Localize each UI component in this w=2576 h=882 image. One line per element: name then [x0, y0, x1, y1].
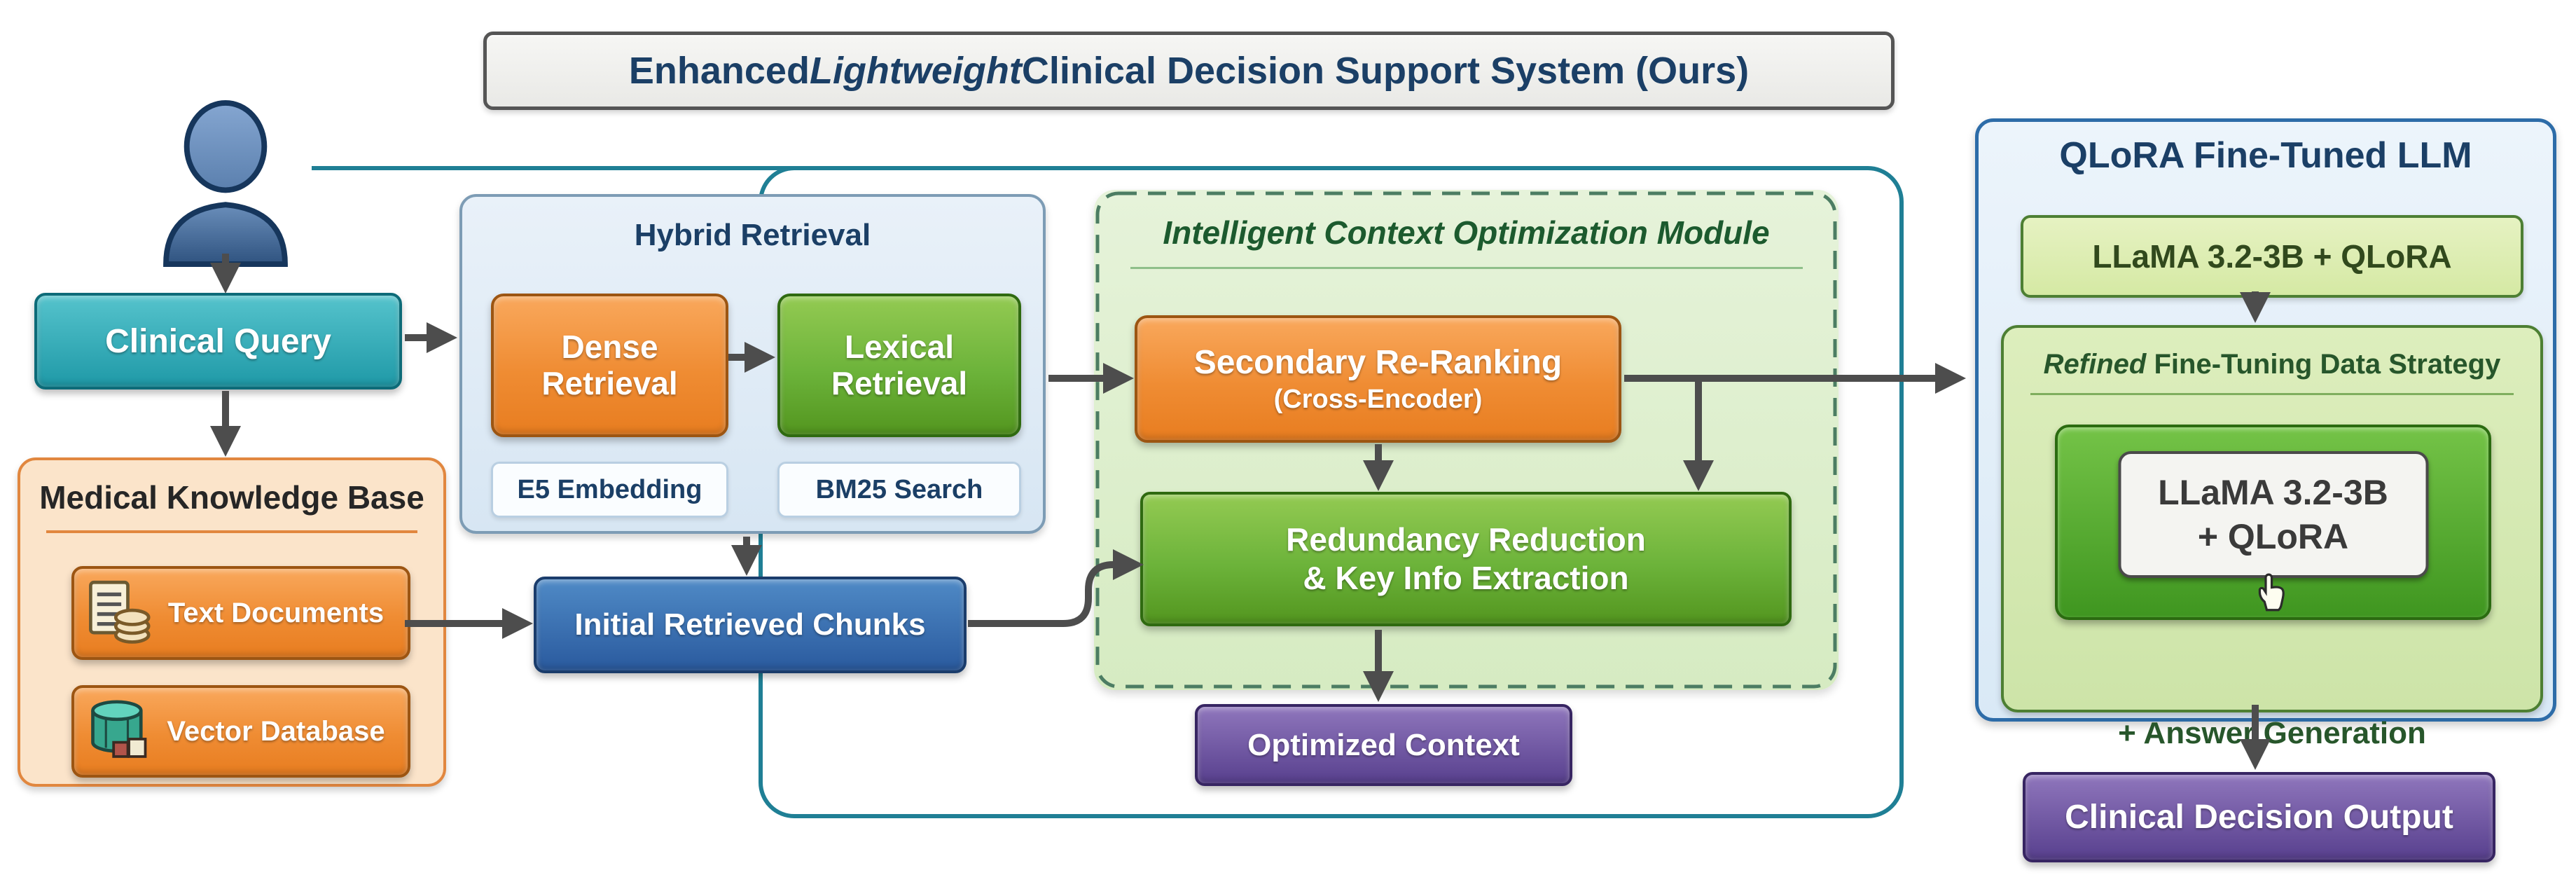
node-clinical-decision-output: Clinical Decision Output	[2023, 772, 2495, 862]
initial-retrieved-chunks-label: Initial Retrieved Chunks	[574, 607, 926, 642]
llama-qlora-chip-label: LLaMA 3.2-3B + QLoRA	[2092, 238, 2452, 275]
arrow-chunks-to-redundancy	[968, 549, 1144, 627]
lexical-retrieval-label: Lexical Retrieval	[831, 328, 968, 401]
context-optimization-divider	[1130, 267, 1803, 269]
node-training-core: LLaMA 3.2-3B + QLoRA	[2055, 425, 2491, 620]
group-qlora-finetuned-llm: QLoRA Fine-Tuned LLM LLaMA 3.2-3B + QLoR…	[1975, 118, 2556, 750]
medical-kb-divider	[46, 530, 417, 533]
refined-title-italic: Refined	[2043, 349, 2147, 380]
answer-generation-label: + Answer Generation	[2118, 716, 2426, 750]
node-optimized-context: Optimized Context	[1195, 704, 1572, 786]
llama-inner-line2: + QLoRA	[2197, 516, 2349, 556]
node-llama-qlora-chip: LLaMA 3.2-3B + QLoRA	[2021, 215, 2523, 298]
group-medical-knowledge-base: Medical Knowledge Base Text Documents	[18, 457, 446, 787]
clinical-query-label: Clinical Query	[105, 322, 331, 360]
refined-strategy-title: Refined Fine-Tuning Data Strategy	[2004, 349, 2540, 380]
group-refined-finetuning-strategy: Refined Fine-Tuning Data Strategy LLaMA …	[2001, 325, 2543, 750]
documents-stack-icon	[89, 580, 151, 644]
node-e5-embedding: E5 Embedding	[491, 462, 728, 518]
diagram-title: Enhanced Lightweight Clinical Decision S…	[483, 32, 1895, 110]
title-italic: Lightweight	[809, 50, 1022, 92]
group-hybrid-retrieval: Hybrid Retrieval Dense Retrieval Lexical…	[459, 194, 1046, 534]
qlora-title: QLoRA Fine-Tuned LLM	[2059, 135, 2472, 176]
node-text-documents: Text Documents	[71, 566, 410, 660]
title-prefix: Enhanced	[628, 50, 810, 92]
llama-inner-line1: LLaMA 3.2-3B	[2158, 473, 2388, 512]
clinical-decision-output-label: Clinical Decision Output	[2065, 799, 2453, 836]
hybrid-retrieval-title: Hybrid Retrieval	[634, 218, 871, 252]
refined-strategy-divider	[2030, 393, 2514, 395]
text-documents-label: Text Documents	[167, 597, 385, 628]
user-head	[183, 99, 268, 193]
group-context-optimization-module: Intelligent Context Optimization Module …	[1094, 190, 1838, 690]
database-cylinder-icon	[91, 700, 147, 758]
redundancy-line1: Redundancy Reduction	[1286, 521, 1646, 558]
node-initial-retrieved-chunks: Initial Retrieved Chunks	[534, 577, 967, 673]
context-optimization-title: Intelligent Context Optimization Module	[1163, 214, 1770, 251]
refined-title-suffix: Fine-Tuning Data Strategy	[2146, 349, 2501, 380]
user-icon	[163, 99, 288, 268]
hand-cursor-icon	[2258, 573, 2285, 612]
vector-database-label: Vector Database	[167, 715, 385, 747]
optimized-context-label: Optimized Context	[1247, 727, 1520, 762]
node-clinical-query: Clinical Query	[34, 293, 402, 390]
node-llama-qlora-inner: LLaMA 3.2-3B + QLoRA	[2118, 451, 2428, 578]
node-bm25-search: BM25 Search	[777, 462, 1021, 518]
bm25-search-label: BM25 Search	[815, 474, 983, 504]
redundancy-line2: & Key Info Extraction	[1303, 560, 1629, 596]
user-body	[163, 202, 288, 268]
node-redundancy-reduction: Redundancy Reduction & Key Info Extracti…	[1140, 492, 1792, 626]
secondary-reranking-line2: (Cross-Encoder)	[1273, 385, 1483, 414]
node-lexical-retrieval: Lexical Retrieval	[777, 294, 1021, 437]
title-suffix: Clinical Decision Support System (Ours)	[1021, 50, 1750, 92]
medical-kb-title: Medical Knowledge Base	[39, 479, 424, 516]
secondary-reranking-line1: Secondary Re-Ranking	[1193, 344, 1563, 381]
e5-embedding-label: E5 Embedding	[517, 474, 702, 504]
node-secondary-reranking: Secondary Re-Ranking (Cross-Encoder)	[1135, 315, 1621, 443]
dense-retrieval-label: Dense Retrieval	[541, 328, 678, 401]
node-vector-database: Vector Database	[71, 685, 410, 778]
node-dense-retrieval: Dense Retrieval	[491, 294, 728, 437]
